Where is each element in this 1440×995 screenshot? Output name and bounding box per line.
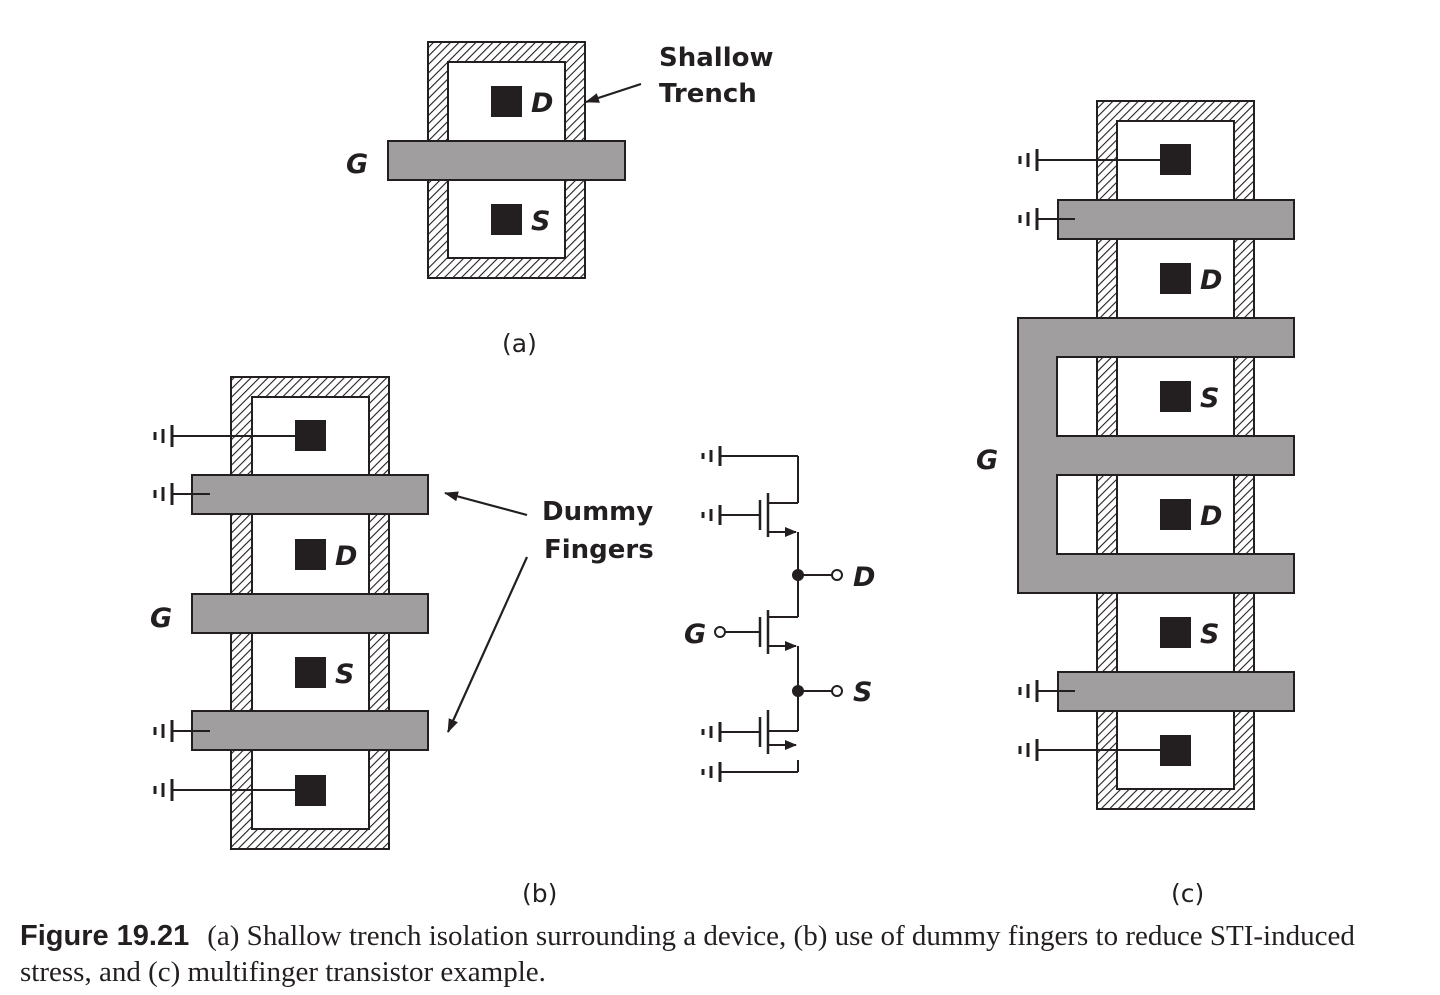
finger-label-s1: S	[1200, 383, 1219, 414]
dummy-finger-top	[1057, 199, 1295, 240]
dummy-finger-top	[191, 474, 429, 515]
dummy-transistor-bottom	[701, 710, 798, 754]
panel-a-sublabel: (a)	[502, 329, 537, 358]
dummy-note-line1: Dummy	[542, 497, 653, 527]
panel-b-sublabel: (b)	[522, 879, 557, 908]
schematic-drain-label: D	[853, 562, 875, 593]
panel-c-sublabel: (c)	[1171, 879, 1204, 908]
drain-contact	[1160, 499, 1191, 530]
ground-icon	[153, 779, 295, 801]
ground-icon	[701, 446, 722, 466]
source-contact	[1160, 617, 1191, 648]
ground-icon	[1018, 208, 1075, 230]
schematic	[701, 446, 843, 782]
source-contact	[295, 657, 326, 688]
source-label: S	[531, 206, 550, 237]
gate-label: G	[976, 445, 998, 476]
source-label: S	[335, 659, 354, 690]
schematic-gate-label: G	[684, 619, 706, 650]
finger-label-d1: D	[1200, 265, 1222, 296]
ground-icon	[1018, 680, 1075, 702]
ground-icon	[701, 762, 722, 782]
drain-label: D	[335, 541, 357, 572]
ground-icon	[153, 720, 210, 742]
tie-contact-top	[1160, 144, 1191, 175]
main-transistor	[714, 610, 798, 654]
tie-contact-top	[295, 420, 326, 451]
drain-contact	[1160, 263, 1191, 294]
dummy-transistor-top	[701, 493, 798, 537]
panel-b: D S G Dummy Fingers (b)	[150, 376, 654, 908]
figure-caption: Figure 19.21(a) Shallow trench isolation…	[20, 918, 1430, 990]
panel-c: D S D S G (c)	[976, 100, 1295, 908]
dummy-note-line2: Fingers	[544, 535, 654, 565]
dummy-arrow-bottom	[446, 556, 529, 733]
finger-label-s2: S	[1200, 619, 1219, 650]
multifinger-gate	[1017, 317, 1295, 594]
source-contact	[491, 204, 522, 235]
ground-icon	[153, 483, 210, 505]
trench-note-line2: Trench	[659, 79, 757, 109]
trench-arrow	[585, 82, 642, 104]
drain-label: D	[531, 88, 553, 119]
ground-icon	[1018, 739, 1160, 761]
source-contact	[1160, 381, 1191, 412]
figure-canvas: D S G Shallow Trench (a)	[150, 41, 1295, 908]
dummy-finger-bottom	[1057, 671, 1295, 712]
drain-contact	[295, 539, 326, 570]
gate-poly	[387, 140, 626, 181]
gate-label: G	[346, 149, 368, 180]
schematic-source-label: S	[853, 677, 872, 708]
dummy-arrow-top	[444, 491, 528, 517]
drain-terminal	[831, 569, 843, 581]
tie-contact-bottom	[1160, 735, 1191, 766]
ground-icon	[1018, 149, 1160, 171]
ground-icon	[153, 425, 295, 447]
gate-poly	[191, 593, 429, 634]
dummy-finger-bottom	[191, 710, 429, 751]
figure-number: Figure 19.21	[20, 920, 190, 952]
drain-contact	[491, 86, 522, 117]
trench-note-line1: Shallow	[659, 43, 774, 73]
caption-text: (a) Shallow trench isolation surrounding…	[20, 920, 1355, 988]
tie-contact-bottom	[295, 775, 326, 806]
gate-label: G	[150, 603, 172, 634]
finger-label-d2: D	[1200, 501, 1222, 532]
panel-a: D S G Shallow Trench (a)	[346, 41, 774, 358]
source-terminal	[831, 685, 843, 697]
